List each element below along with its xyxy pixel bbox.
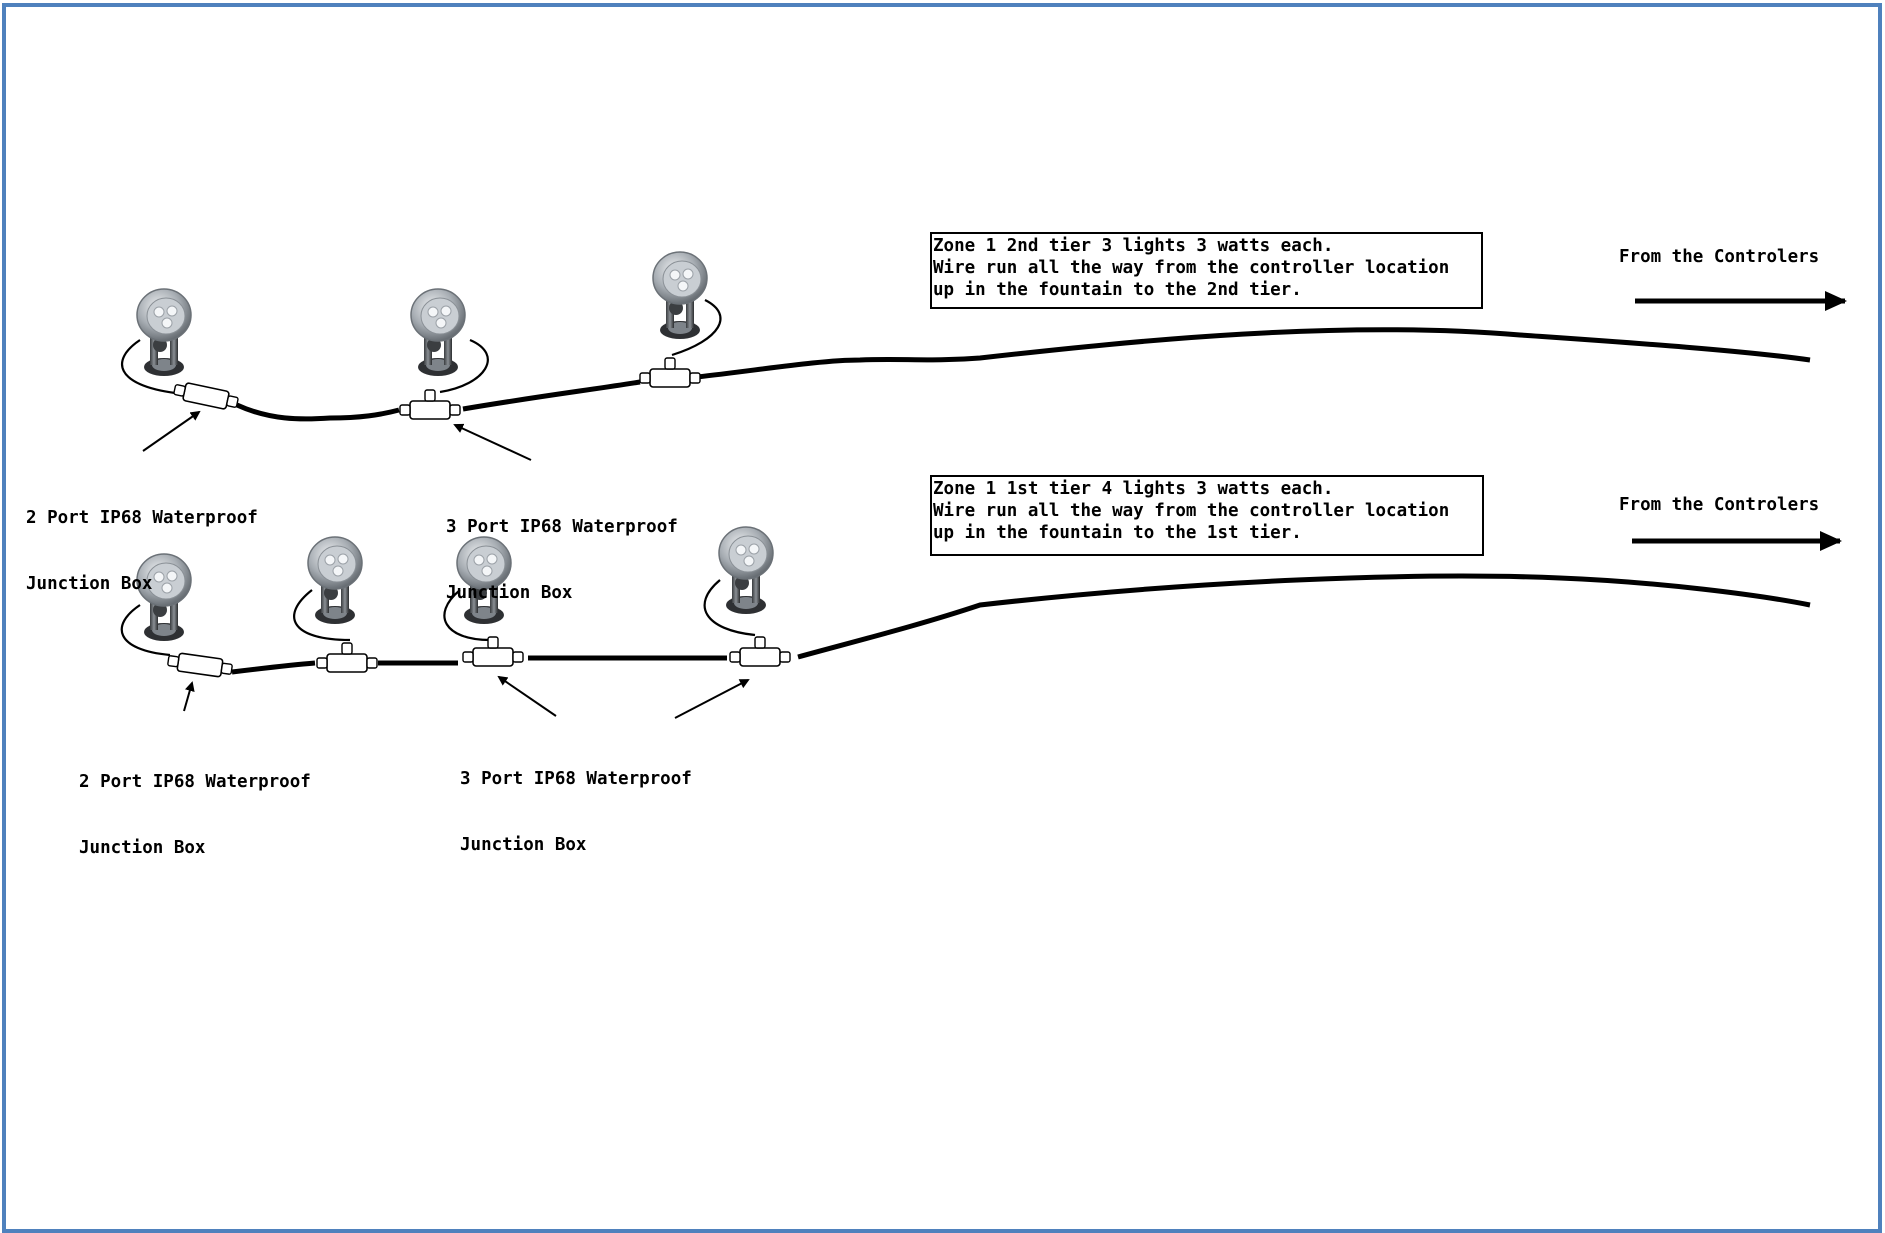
zone-2-line-3: up in the fountain to the 2nd tier.	[933, 280, 1302, 300]
tier-2-wiring	[121, 299, 1811, 422]
tier-2-light-2	[410, 288, 466, 377]
callout-line-2: Junction Box	[460, 835, 587, 855]
zone-2-line-1: Zone 1 2nd tier 3 lights 3 watts each.	[933, 236, 1334, 256]
zone-2-info-box: Zone 1 2nd tier 3 lights 3 watts each. W…	[930, 232, 1483, 309]
arrow-icon	[183, 681, 195, 712]
callout-line-2: Junction Box	[79, 838, 206, 858]
zone-1-source-label: From the Controlers	[1619, 495, 1820, 515]
zone-1-line-2: Wire run all the way from the controller…	[933, 501, 1450, 521]
junction-box-icon	[316, 642, 378, 673]
arrow-icon	[674, 679, 750, 719]
junction-box-icon	[639, 357, 701, 388]
callout-line-1: 3 Port IP68 Waterproof	[446, 517, 678, 537]
zone-1-callout-2port: 2 Port IP68 Waterproof Junction Box	[79, 727, 311, 881]
zone-1-line-3: up in the fountain to the 1st tier.	[933, 523, 1302, 543]
callout-line-2: Junction Box	[446, 583, 573, 603]
tier-1-wiring	[120, 573, 1811, 675]
zone-2-line-2: Wire run all the way from the controller…	[933, 258, 1450, 278]
callout-line-1: 2 Port IP68 Waterproof	[79, 772, 311, 792]
tier-1-light-2	[307, 536, 363, 625]
zone-2-callout-3port: 3 Port IP68 Waterproof Junction Box	[446, 472, 678, 626]
zone-2-source-label: From the Controlers	[1619, 247, 1820, 267]
callout-line-1: 3 Port IP68 Waterproof	[460, 769, 692, 789]
callout-line-2: Junction Box	[26, 574, 153, 594]
zone-1-callout-3port: 3 Port IP68 Waterproof Junction Box	[460, 724, 692, 878]
junction-box-icon	[172, 379, 240, 413]
arrow-icon	[453, 423, 532, 461]
tier-2-light-1	[136, 288, 192, 377]
arrow-icon	[497, 675, 557, 717]
tier-2-light-3	[652, 251, 708, 340]
arrow-icon	[142, 410, 201, 452]
zone-1-info-box: Zone 1 1st tier 4 lights 3 watts each. W…	[930, 475, 1484, 556]
junction-box-icon	[462, 636, 524, 667]
zone-1-line-1: Zone 1 1st tier 4 lights 3 watts each.	[933, 479, 1334, 499]
junction-box-icon	[729, 636, 791, 667]
callout-line-1: 2 Port IP68 Waterproof	[26, 508, 258, 528]
zone-2-callout-2port: 2 Port IP68 Waterproof Junction Box	[26, 463, 258, 617]
tier-1-light-4	[718, 526, 774, 615]
junction-box-icon	[166, 650, 234, 680]
junction-box-icon	[399, 389, 461, 420]
